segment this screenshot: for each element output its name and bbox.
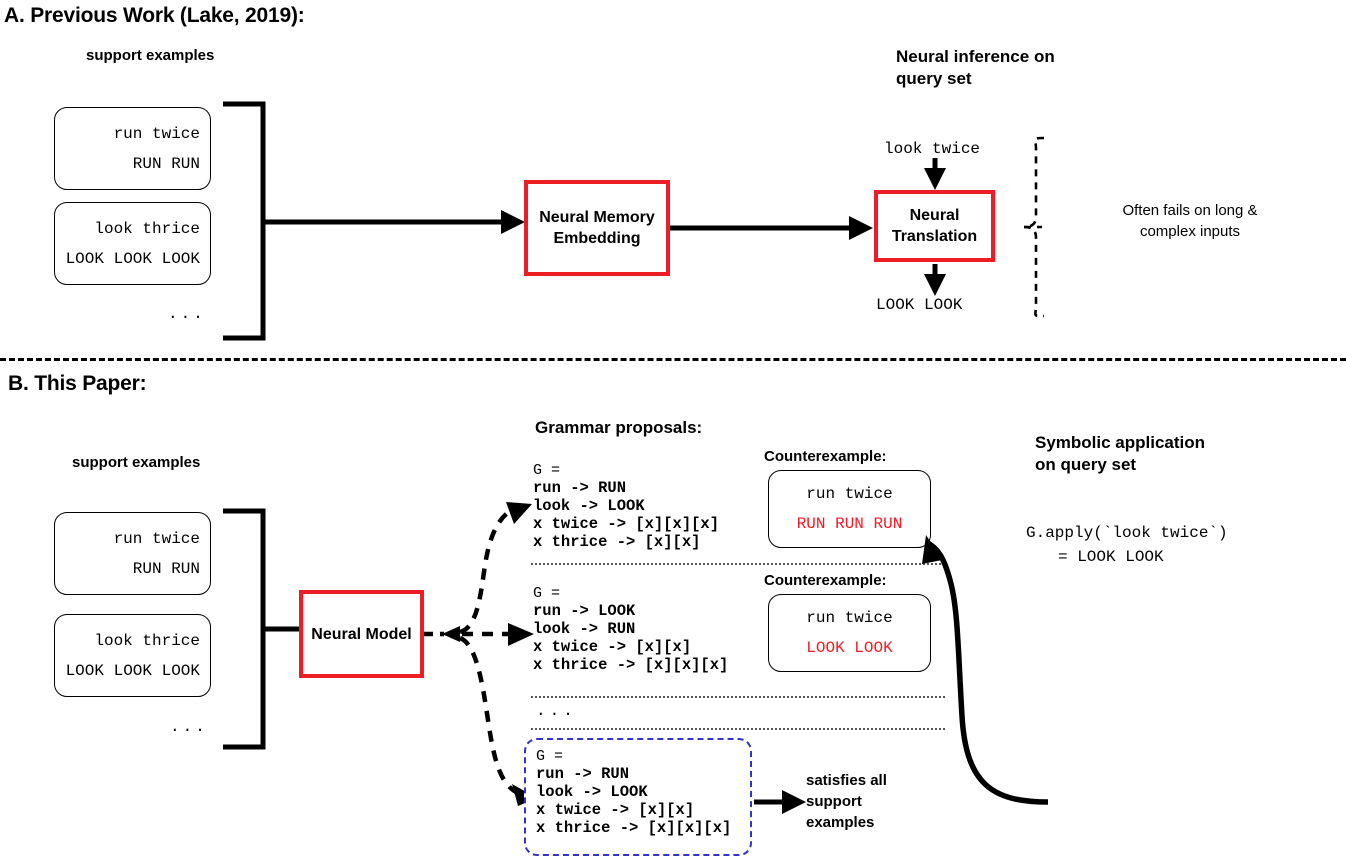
support-example-output: LOOK LOOK LOOK — [65, 249, 200, 268]
selected-grammar-box — [524, 738, 752, 856]
support-example-output: LOOK LOOK LOOK — [65, 661, 200, 680]
grammar-rule: look -> LOOK — [533, 497, 645, 515]
counterexample-box-1: run twice RUN RUN RUN — [768, 470, 931, 548]
neural-model-label: Neural Model — [311, 625, 412, 643]
neural-translation-label: Neural Translation — [891, 207, 978, 245]
proposal-separator-3 — [531, 728, 945, 730]
grammar-rule: G = — [533, 462, 561, 479]
panel-b-support-example-2: look thrice LOOK LOOK LOOK — [54, 614, 211, 697]
panel-a-dashed-brace — [1023, 136, 1045, 318]
neural-memory-embedding-box: Neural Memory Embedding — [524, 180, 670, 276]
neural-memory-embedding-label: Neural Memory Embedding — [539, 209, 655, 247]
proposal-separator-1 — [531, 563, 945, 565]
panel-a-support-ellipsis: ... — [168, 305, 206, 323]
counterexample-input: run twice — [806, 609, 893, 627]
neural-model-box: Neural Model — [299, 590, 424, 678]
panel-b-title: B. This Paper: — [8, 372, 147, 395]
grammar-rule: x thrice -> [x][x] — [533, 533, 701, 551]
support-example-input: run twice — [113, 124, 200, 143]
grammar-rule: run -> RUN — [533, 479, 627, 497]
symbolic-application-heading: Symbolic application on query set — [1035, 433, 1206, 474]
panel-a-query-input: look twice — [884, 140, 981, 158]
support-example-input: look thrice — [94, 631, 200, 650]
grammar-proposal-1: G = run -> RUN look -> LOOK x twice -> [… — [533, 462, 719, 551]
support-example-output: RUN RUN — [132, 559, 200, 578]
grammar-rule: x twice -> [x][x] — [536, 801, 695, 819]
proposals-ellipsis: ... — [536, 702, 577, 720]
panel-b-support-ellipsis: ... — [170, 718, 208, 736]
grammar-rule: look -> RUN — [533, 620, 636, 638]
panel-b-support-example-1: run twice RUN RUN — [54, 512, 211, 595]
grammar-rule: look -> LOOK — [536, 783, 648, 801]
grammar-proposal-2: G = run -> LOOK look -> RUN x twice -> [… — [533, 585, 728, 674]
counterexample-input: run twice — [806, 485, 893, 503]
panel-a-bracket-arrow — [223, 101, 525, 341]
grammar-rule: run -> LOOK — [533, 602, 636, 620]
neural-inference-heading: Neural inference on query set — [896, 47, 1055, 88]
grammar-proposals-heading: Grammar proposals: — [535, 418, 703, 437]
symbolic-result-line-1: G.apply(`look twice`) — [1026, 524, 1228, 542]
proposal-separator-2 — [531, 696, 945, 698]
panel-a-support-label: support examples — [86, 47, 215, 64]
grammar-rule: G = — [536, 748, 564, 765]
panel-a-arrow-memory-to-translation — [670, 216, 873, 240]
counterexample-box-2: run twice LOOK LOOK — [768, 594, 931, 672]
panel-a-support-example-1: run twice RUN RUN — [54, 107, 211, 190]
counterexample-label-1: Counterexample: — [764, 448, 887, 465]
counterexample-output: LOOK LOOK — [806, 639, 893, 657]
counterexample-output: RUN RUN RUN — [796, 515, 903, 533]
panel-a-title: A. Previous Work (Lake, 2019): — [4, 4, 305, 27]
panel-b-support-label: support examples — [72, 454, 201, 471]
grammar-rule: run -> RUN — [536, 765, 630, 783]
neural-translation-box: Neural Translation — [874, 190, 995, 262]
satisfies-note: satisfies all support examples — [806, 772, 887, 831]
panel-a-failure-note: Often fails on long & complex inputs — [1122, 202, 1258, 240]
panel-a-query-output: LOOK LOOK — [876, 296, 963, 314]
curved-arrow-to-symbolic — [922, 535, 1049, 805]
grammar-rule: x twice -> [x][x] — [533, 638, 692, 656]
support-example-input: look thrice — [94, 219, 200, 238]
grammar-rule: x thrice -> [x][x][x] — [533, 656, 729, 674]
panel-a-arrow-down-into-translation — [924, 158, 946, 190]
grammar-rule: x twice -> [x][x][x] — [533, 515, 720, 533]
support-example-input: run twice — [113, 529, 200, 548]
grammar-rule: G = — [533, 585, 561, 602]
symbolic-result-line-2: = LOOK LOOK — [1058, 548, 1164, 566]
panel-a-support-example-2: look thrice LOOK LOOK LOOK — [54, 202, 211, 285]
panel-a-arrow-down-out-of-translation — [924, 264, 946, 296]
support-example-output: RUN RUN — [132, 154, 200, 173]
counterexample-label-2: Counterexample: — [764, 572, 887, 589]
panel-divider — [0, 358, 1346, 361]
grammar-proposal-3: G = run -> RUN look -> LOOK x twice -> [… — [536, 748, 731, 837]
arrow-to-satisfies-note — [754, 790, 806, 814]
grammar-rule: x thrice -> [x][x][x] — [536, 819, 732, 837]
